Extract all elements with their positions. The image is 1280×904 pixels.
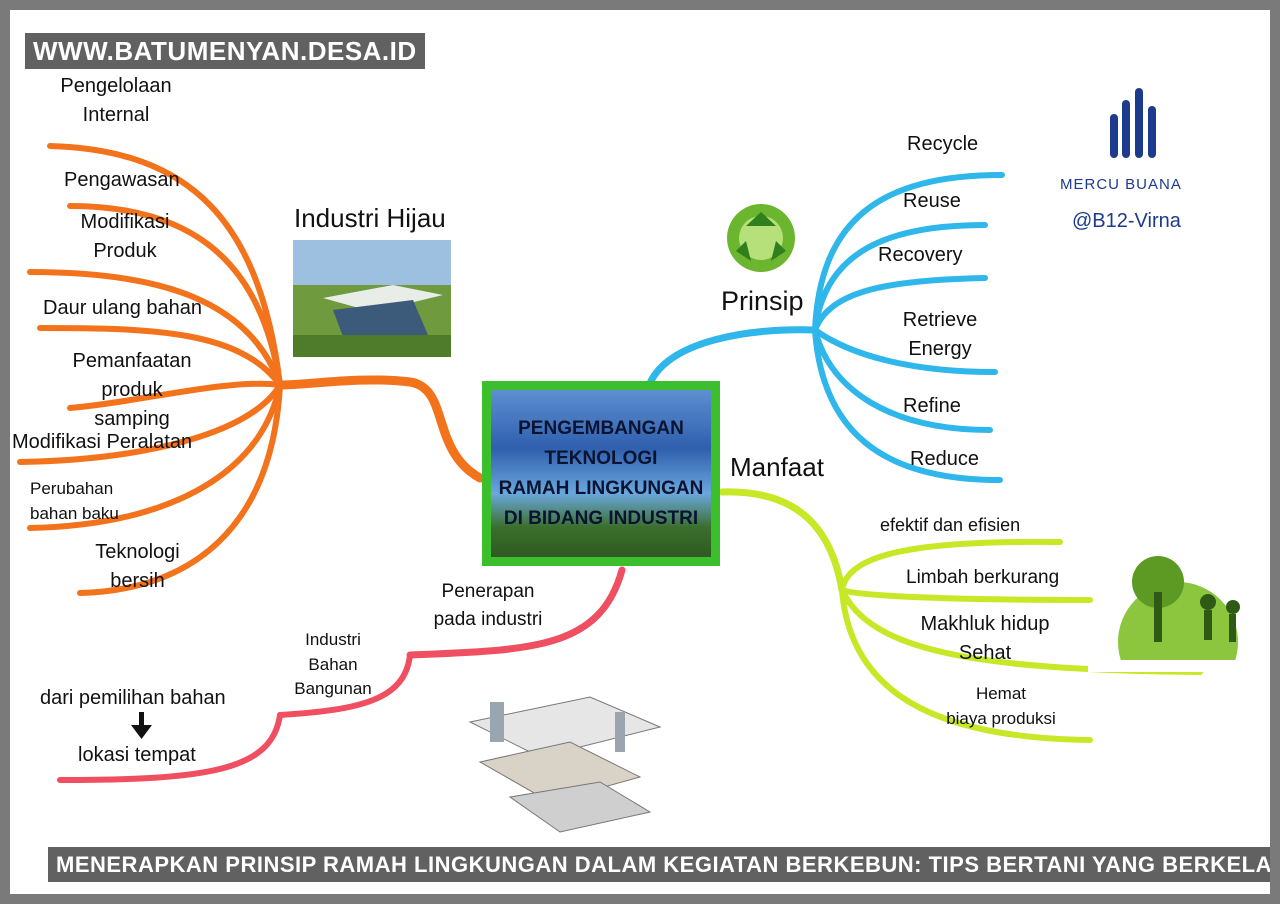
- central-topic-node: PENGEMBANGAN TEKNOLOGI RAMAH LINGKUNGAN …: [482, 381, 720, 566]
- industri-hijau-item-7: Perubahan bahan baku: [30, 479, 119, 523]
- prinsip-item-recycle: Recycle: [907, 133, 979, 155]
- industri-hijau-branch-lines: [17, 143, 485, 596]
- mind-map-frame: WWW.BATUMENYAN.DESA.ID PENGEMBANGAN TEKN…: [10, 10, 1270, 894]
- industri-hijau-item-1: Pengelolaan Internal: [60, 75, 172, 126]
- logo-name: MERCU BUANA: [1060, 176, 1182, 193]
- industri-hijau-item-3: Modifikasi Produk: [80, 211, 170, 262]
- mind-map-branches: [17, 143, 1203, 783]
- prinsip-item-reuse: Reuse: [903, 190, 961, 212]
- central-topic-title: PENGEMBANGAN TEKNOLOGI RAMAH LINGKUNGAN …: [498, 417, 704, 529]
- logo-handle: @B12-Virna: [1072, 210, 1181, 232]
- penerapan-flow-to: lokasi tempat: [78, 744, 196, 766]
- prinsip-branch-lines: [646, 172, 1005, 483]
- website-banner: WWW.BATUMENYAN.DESA.ID: [25, 33, 425, 69]
- manfaat-item-4: Hemat biaya produksi: [946, 684, 1056, 728]
- penerapan-sub-industri-bahan-bangunan: Industri Bahan Bangunan: [294, 630, 372, 699]
- mercu-buana-logo-icon: [1108, 86, 1158, 161]
- prinsip-item-retrieve-energy: Retrieve Energy: [902, 309, 978, 360]
- manfaat-item-1: efektif dan efisien: [880, 515, 1021, 535]
- industri-hijau-item-4: Daur ulang bahan: [43, 297, 203, 319]
- industri-hijau-item-6: Modifikasi Peralatan: [12, 431, 193, 453]
- industri-hijau-item-2: Pengawasan: [64, 169, 180, 191]
- penerapan-title: Penerapan pada industri: [433, 581, 543, 630]
- prinsip-item-refine: Refine: [903, 395, 961, 417]
- industri-hijau-item-5: Pemanfaatan produk samping: [72, 350, 192, 430]
- green-industry-photo: [293, 240, 451, 357]
- central-topic-image: PENGEMBANGAN TEKNOLOGI RAMAH LINGKUNGAN …: [491, 390, 711, 557]
- down-arrow-icon: [131, 712, 152, 739]
- penerapan-branch-lines: [57, 566, 626, 783]
- prinsip-item-recovery: Recovery: [878, 244, 963, 266]
- recycle-icon: [716, 196, 806, 276]
- prinsip-item-reduce: Reduce: [910, 448, 979, 470]
- manfaat-title: Manfaat: [730, 452, 824, 482]
- footer-caption: MENERAPKAN PRINSIP RAMAH LINGKUNGAN DALA…: [48, 847, 1270, 882]
- green-earth-illustration: [1088, 542, 1270, 672]
- manfaat-branch-lines: [718, 488, 1203, 743]
- building-materials-sketch: [450, 682, 672, 840]
- manfaat-item-2: Limbah berkurang: [906, 567, 1060, 588]
- manfaat-item-3: Makhluk hidup Sehat: [920, 613, 1050, 664]
- penerapan-flow-from: dari pemilihan bahan: [40, 687, 226, 709]
- prinsip-title: Prinsip: [721, 286, 804, 316]
- industri-hijau-title: Industri Hijau: [294, 203, 446, 233]
- industri-hijau-item-8: Teknologi bersih: [95, 541, 180, 592]
